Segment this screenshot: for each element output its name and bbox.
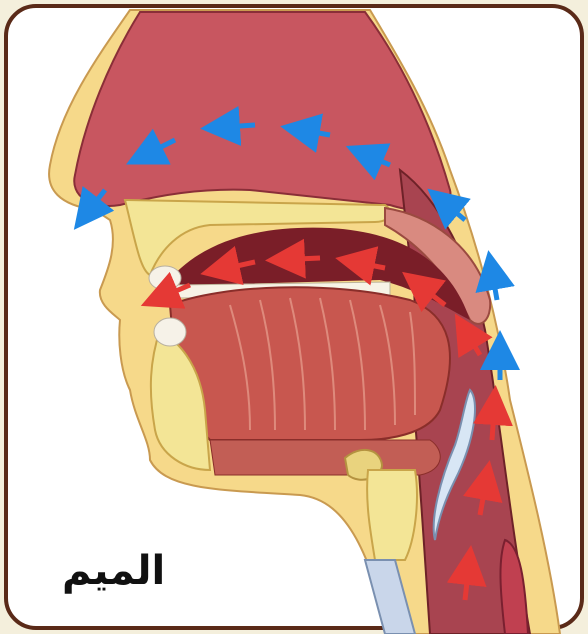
trachea: [363, 559, 417, 634]
lower-lip: [153, 317, 187, 347]
upper-lip: [148, 265, 182, 291]
larynx-cartilage: [366, 469, 418, 561]
letter-label: الميم: [62, 548, 166, 594]
esophagus: [499, 538, 530, 634]
epiglottis: [432, 388, 476, 541]
nasal-airflow-arrows: [73, 106, 520, 380]
tongue-fibers: [229, 297, 416, 431]
mandible: [149, 328, 212, 472]
tongue: [168, 286, 451, 441]
oral-airflow-arrows: [140, 238, 513, 601]
